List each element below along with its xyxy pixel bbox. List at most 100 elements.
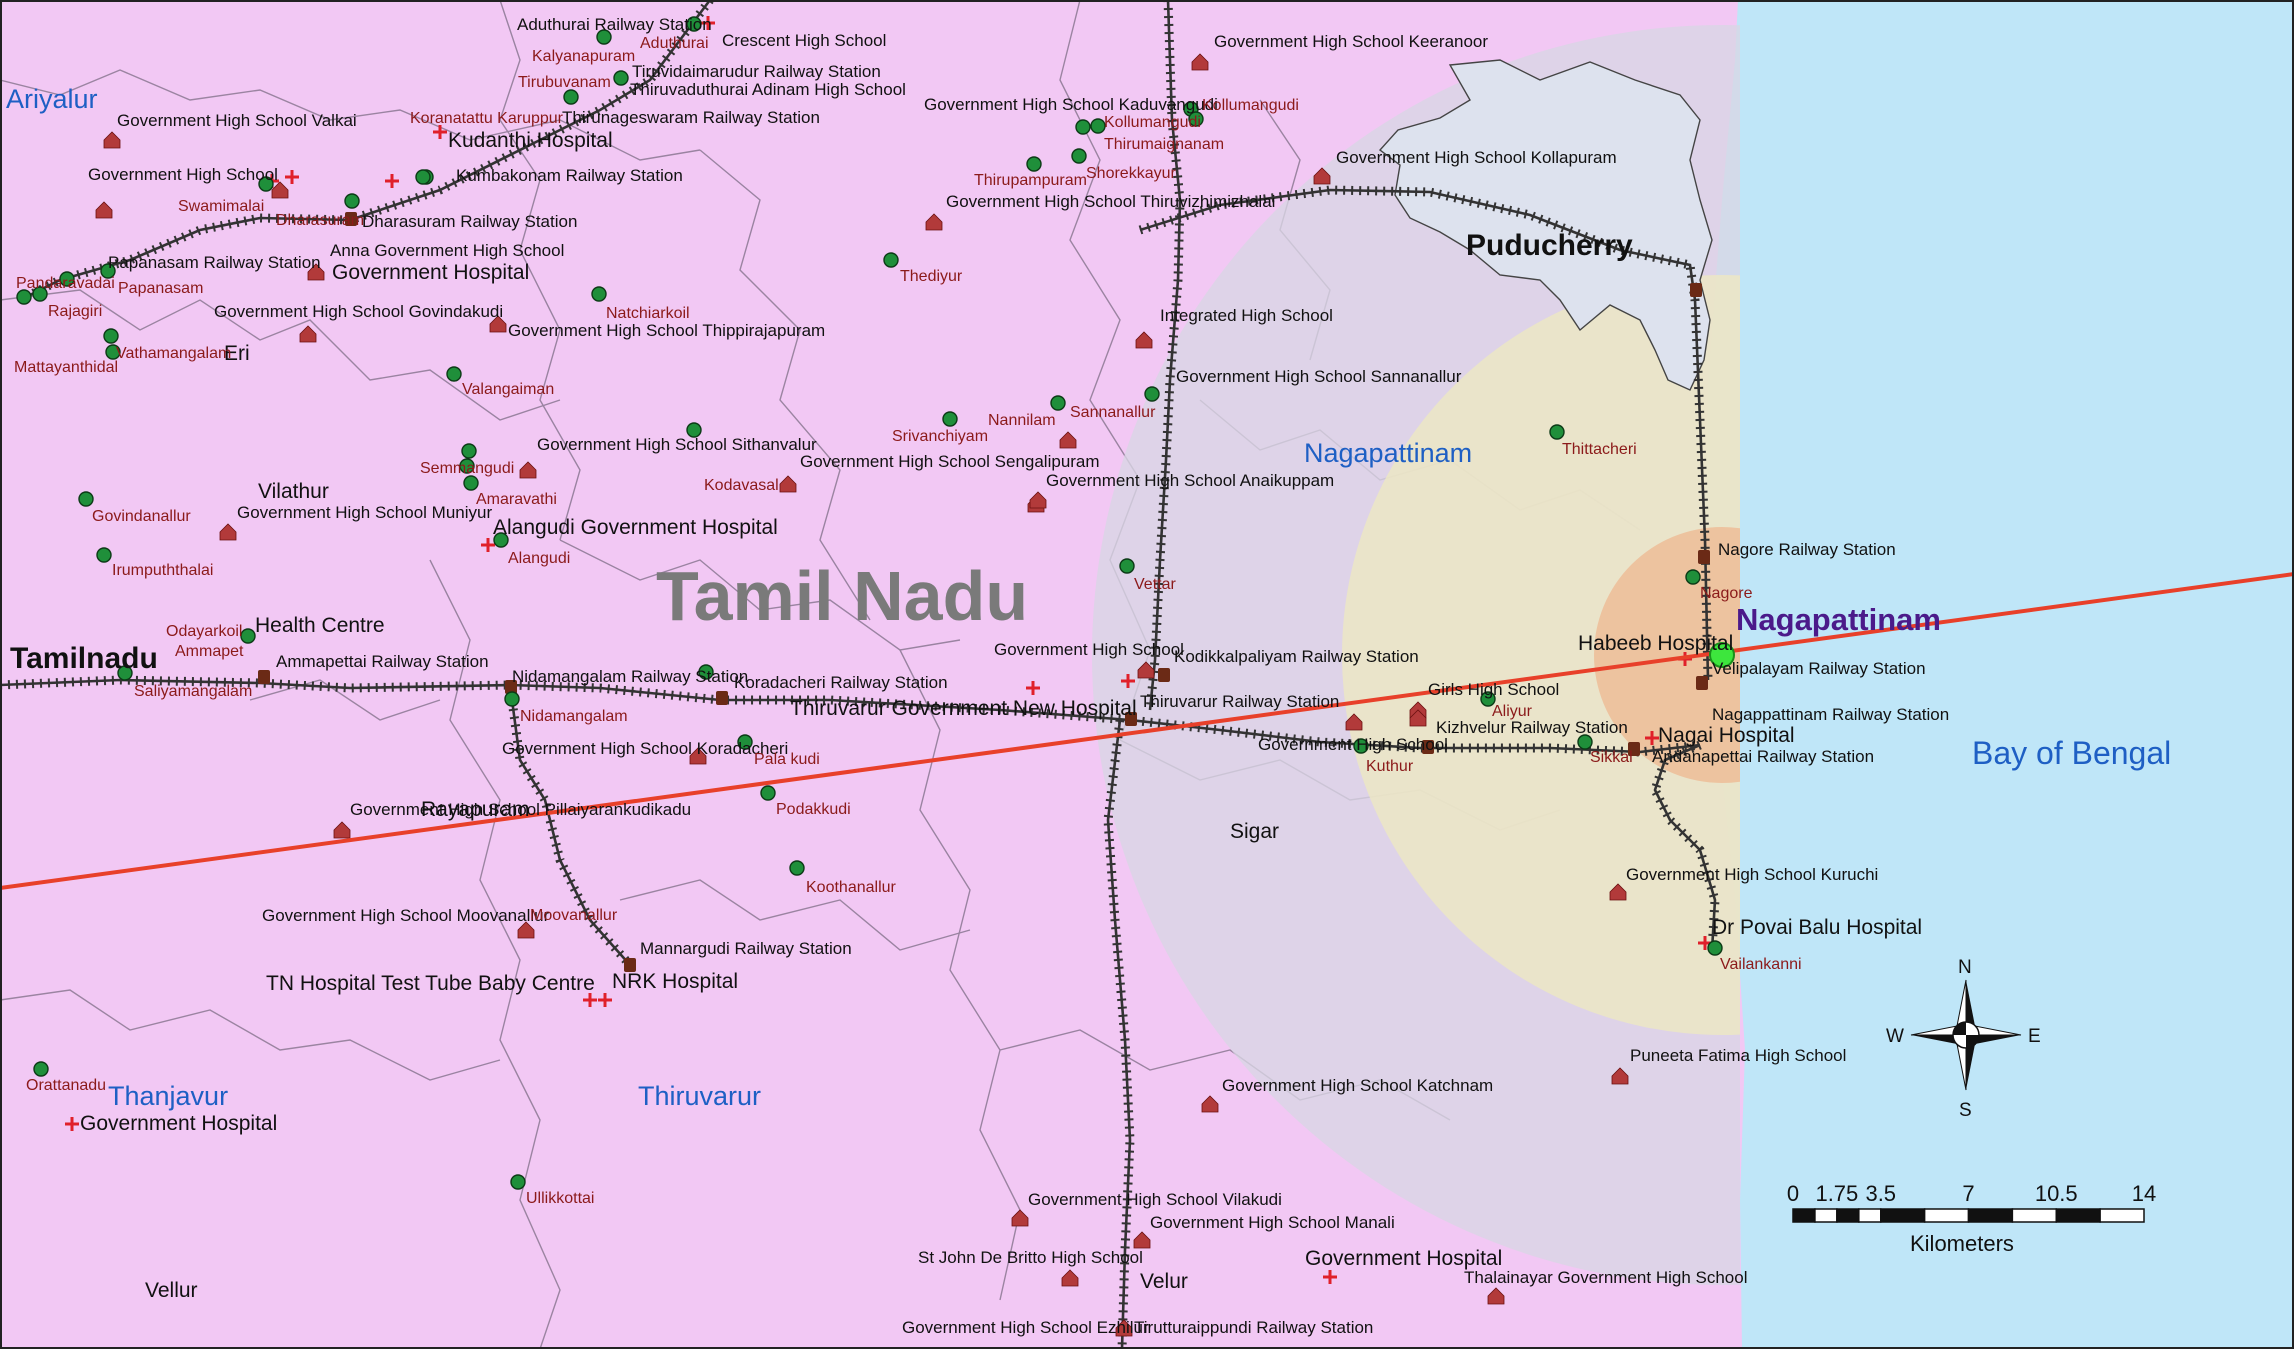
landmark-dots: [16, 16, 1723, 1190]
school-label: Government High School Kaduvangudi: [924, 95, 1218, 114]
place-label: Irumpuththalai: [112, 562, 213, 579]
scale-bar-segment: [1858, 1208, 1882, 1223]
school-label: Government High School Pillaiyarankudika…: [350, 800, 691, 819]
place-label: Podakkudi: [776, 801, 851, 818]
scale-bar-tick-label: 14: [2132, 1181, 2156, 1206]
school-markers: [95, 53, 1629, 1337]
town-label: Health Centre: [255, 614, 385, 637]
station-label: Kizhvelur Railway Station: [1436, 718, 1628, 737]
place-label: Pandaravadai: [16, 275, 115, 292]
place-label: Thirumaignanam: [1104, 136, 1224, 153]
place-label: Pala kudi: [754, 751, 820, 768]
district-label-ariyalur: Ariyalur: [6, 84, 98, 114]
place-label: Thittacheri: [1562, 441, 1637, 458]
town-label: Government Hospital: [80, 1112, 277, 1135]
town-label: Alangudi Government Hospital: [493, 516, 778, 539]
scale-bar-segment: [1967, 1208, 2014, 1223]
station-label: Ammapettai Railway Station: [276, 652, 489, 671]
place-label: Kollumangudi: [1202, 97, 1299, 114]
place-label: Shorekkayur: [1086, 165, 1176, 182]
town-label: Thiruvarur Government New Hospital: [790, 697, 1137, 720]
town-label: Eri: [224, 342, 250, 365]
place-label: Sannanallur: [1070, 404, 1156, 421]
school-label: Thiruvaduthurai Adinam High School: [630, 80, 906, 99]
place-label: Semmangudi: [420, 460, 514, 477]
place-label: Moovanallur: [530, 907, 618, 924]
school-label: Government High School Kuruchi: [1626, 865, 1878, 884]
school-label: Girls High School: [1428, 680, 1559, 699]
compass-south: S: [1959, 1100, 1972, 1121]
place-label: Aliyur: [1492, 703, 1533, 720]
place-label: Saliyamangalam: [134, 683, 252, 700]
scale-bar-segment: [1880, 1208, 1926, 1223]
school-label: Government High School Manali: [1150, 1213, 1395, 1232]
school-label: Government High School Anaikuppam: [1046, 471, 1334, 490]
place-label: Kuthur: [1366, 758, 1414, 775]
town-labels: Kudanthi Hospital Government Hospital Vi…: [80, 129, 1922, 1302]
place-label: Swamimalai: [178, 198, 264, 215]
town-label-nagapattinam: Nagapattinam: [1736, 602, 1941, 637]
school-label: Crescent High School: [722, 31, 886, 50]
school-label: Government High School Sengalipuram: [800, 452, 1100, 471]
town-label: Dr Povai Balu Hospital: [1712, 916, 1922, 939]
school-label: Government High School Thippirajapuram: [508, 321, 825, 340]
scale-bar-tick-label: 0: [1787, 1181, 1799, 1206]
place-label: Srivanchiyam: [892, 428, 988, 445]
scale-bar-segment: [1814, 1208, 1838, 1223]
buffer-ring-inner: [1594, 527, 1740, 783]
station-label: Tirutturaippundi Railway Station: [1134, 1318, 1373, 1337]
school-label: Government High School Vilakudi: [1028, 1190, 1282, 1209]
school-label: Anna Government High School: [330, 241, 564, 260]
place-label: Aduthurai: [640, 35, 709, 52]
station-label: Aduthurai Railway Station: [517, 15, 712, 34]
place-label: Dharasuram: [276, 212, 364, 229]
station-label: Thiruvarur Railway Station: [1140, 692, 1339, 711]
school-labels: Crescent High School Thiruvaduthurai Adi…: [88, 31, 1878, 1337]
place-label: Mattayanthidal: [14, 359, 118, 376]
district-label-thanjavur: Thanjavur: [108, 1081, 228, 1111]
railway-station-labels: Aduthurai Railway Station Tiruvidaimarud…: [108, 15, 1949, 1337]
compass-rose-icon: N S E W: [1886, 957, 2041, 1121]
station-label: Papanasam Railway Station: [108, 253, 321, 272]
place-label: Nidamangalam: [520, 708, 628, 725]
station-label: Thirunageswaram Railway Station: [562, 108, 820, 127]
place-label: Vailankanni: [1720, 956, 1802, 973]
school-label: Government High School Valkai: [117, 111, 357, 130]
school-label: Government High School Kollapuram: [1336, 148, 1617, 167]
school-label: Government High School Moovanallur: [262, 906, 550, 925]
town-label: Government Hospital: [332, 261, 529, 284]
scale-bar-tick-label: 7: [1962, 1181, 1974, 1206]
school-label: Government High School Thiruvizhimizhala…: [946, 192, 1275, 211]
place-label: Vathamangalam: [116, 345, 231, 362]
town-label: NRK Hospital: [612, 970, 738, 993]
railway-ties: [0, 0, 1720, 1349]
scale-bar-segment: [1792, 1208, 1816, 1223]
school-label: Government High School Muniyur: [237, 503, 492, 522]
sea-label: Bay of Bengal: [1972, 735, 2171, 771]
state-label-puducherry: Puducherry: [1466, 229, 1633, 262]
place-labels: Kalyanapuram Aduthurai Tirubuvanam Koran…: [14, 35, 1802, 1207]
station-label: Tiruvidaimarudur Railway Station: [632, 62, 881, 81]
town-label: Velur: [1140, 1270, 1188, 1293]
district-label-nagapattinam: Nagapattinam: [1304, 438, 1472, 468]
place-label: Ammapet: [175, 643, 244, 660]
town-label: TN Hospital Test Tube Baby Centre: [266, 972, 595, 995]
school-label: Integrated High School: [1160, 306, 1333, 325]
cyclone-track-line: [0, 572, 2294, 890]
place-label: Nannilam: [988, 412, 1056, 429]
scale-bar-unit: Kilometers: [1910, 1231, 2014, 1256]
school-label: Government High School Keeranoor: [1214, 32, 1488, 51]
scale-bar-segment: [2011, 1208, 2057, 1223]
station-label: Nagore Railway Station: [1718, 540, 1896, 559]
place-label: Amaravathi: [476, 491, 557, 508]
school-label: Government High School Koradacheri: [502, 739, 788, 758]
place-label: Kodavasal: [704, 477, 779, 494]
town-label: Habeeb Hospital: [1578, 632, 1733, 655]
place-label: Thirupampuram: [974, 172, 1087, 189]
station-label: Koradacheri Railway Station: [734, 673, 948, 692]
state-label-tamilnadu: Tamilnadu: [10, 642, 158, 675]
place-label: Sikkal: [1590, 749, 1633, 766]
